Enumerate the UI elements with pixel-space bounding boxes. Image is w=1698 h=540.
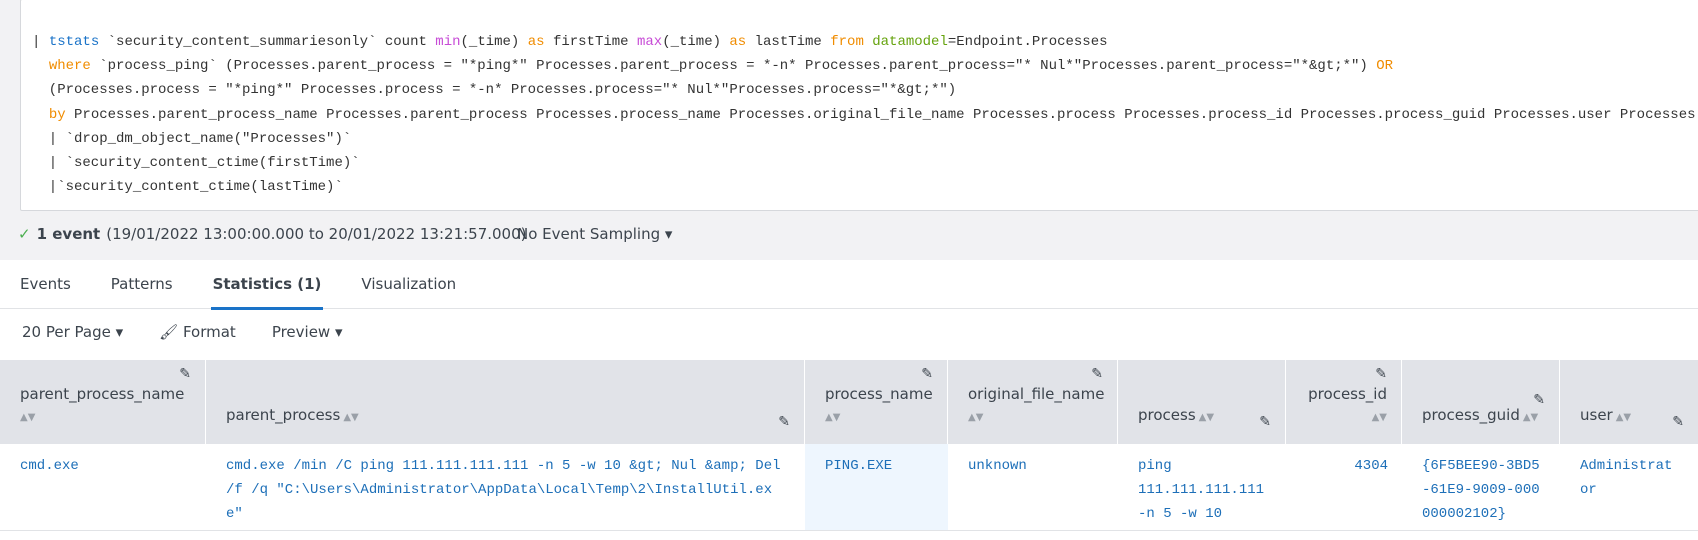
query-text [864, 34, 872, 50]
check-icon: ✓ [18, 225, 31, 243]
cell-process-id[interactable]: 4304 [1354, 458, 1388, 474]
query-text: lastTime [746, 34, 831, 50]
edit-icon[interactable]: ✎ [1672, 414, 1684, 430]
query-line: by Processes.parent_process_name Process… [32, 103, 1698, 127]
tab-statistics[interactable]: Statistics (1) [210, 260, 324, 310]
edit-icon[interactable]: ✎ [179, 366, 191, 382]
tab-events[interactable]: Events [20, 275, 71, 293]
edit-icon[interactable]: ✎ [921, 366, 933, 382]
query-keyword: OR [1376, 58, 1394, 75]
tab-patterns[interactable]: Patterns [110, 275, 173, 293]
query-text [32, 58, 49, 74]
sort-icon[interactable]: ▲▼ [1522, 412, 1539, 423]
query-text: Processes.parent_process_name Processes.… [65, 106, 1698, 123]
query-keyword: datamodel [872, 34, 948, 50]
query-text: (Processes.process = "*ping*" Processes.… [32, 82, 957, 99]
query-text: |`security_content_ctime(lastTime)` [32, 179, 343, 196]
query-line: where `process_ping` (Processes.parent_p… [32, 54, 1698, 78]
query-line: (Processes.process = "*ping*" Processes.… [32, 78, 1698, 102]
table-header: ✎parent_process_name▲▼ ✎parent_process▲▼… [0, 360, 1698, 444]
query-text: | `drop_dm_object_name("Processes")` [32, 130, 352, 147]
query-keyword: by [48, 106, 66, 123]
edit-icon[interactable]: ✎ [1533, 392, 1545, 408]
sort-icon[interactable]: ▲▼ [1371, 412, 1387, 423]
column-header-process-guid[interactable]: ✎process_guid▲▼ [1402, 360, 1560, 444]
edit-icon[interactable]: ✎ [1091, 366, 1103, 382]
statistics-table: ✎parent_process_name▲▼ ✎parent_process▲▼… [0, 360, 1698, 531]
results-tabs: Events Patterns Statistics (1) Visualiza… [0, 260, 1698, 310]
cell-process[interactable]: ping 111.111.111.111 -n 5 -w 10 [1138, 458, 1273, 522]
edit-icon[interactable]: ✎ [1259, 414, 1271, 430]
sort-icon[interactable]: ▲▼ [343, 412, 359, 423]
column-header-user[interactable]: ✎user▲▼ [1580, 406, 1684, 430]
table-toolbar: 20 Per Page ▾ 🖌 Format Preview ▾ [22, 323, 343, 341]
event-sampling-dropdown[interactable]: No Event Sampling ▾ [517, 225, 673, 243]
query-line: | tstats `security_content_summariesonly… [32, 30, 1698, 54]
search-query-editor[interactable]: | tstats `security_content_summariesonly… [20, 0, 1698, 211]
query-text: =Endpoint.Processes [947, 34, 1108, 50]
query-keyword: tstats [48, 34, 100, 50]
per-page-dropdown[interactable]: 20 Per Page ▾ [22, 323, 124, 341]
query-text: | `security_content_ctime(firstTime)` [32, 154, 360, 171]
format-button[interactable]: 🖌 Format [159, 323, 236, 341]
cell-original-file-name[interactable]: unknown [968, 458, 1027, 474]
search-area: | tstats `security_content_summariesonly… [0, 0, 1698, 260]
cell-process-name[interactable]: PING.EXE [805, 444, 948, 530]
query-line: | `security_content_ctime(firstTime)` [32, 151, 1698, 175]
query-keyword: as [527, 34, 545, 50]
preview-dropdown[interactable]: Preview ▾ [271, 323, 343, 341]
event-count: 1 event [36, 225, 101, 243]
sort-icon[interactable]: ▲▼ [968, 412, 984, 423]
sort-icon[interactable]: ▲▼ [1615, 412, 1632, 423]
time-range: (19/01/2022 13:00:00.000 to 20/01/2022 1… [106, 225, 527, 243]
query-keyword: max [636, 34, 663, 50]
sort-icon[interactable]: ▲▼ [1198, 412, 1215, 423]
query-line: | `drop_dm_object_name("Processes")` [32, 127, 1698, 151]
cell-user[interactable]: Administrator [1580, 458, 1673, 498]
column-header-parent-process[interactable]: ✎parent_process▲▼ [206, 360, 805, 444]
table-row: cmd.exe cmd.exe /min /C ping 111.111.111… [0, 444, 1698, 531]
query-text: | [32, 34, 49, 50]
query-text [32, 107, 49, 123]
column-header-process-id[interactable]: ✎process_id▲▼ [1286, 360, 1402, 444]
cell-parent-process[interactable]: cmd.exe /min /C ping 111.111.111.111 -n … [226, 458, 789, 522]
query-text: (_time) [662, 34, 730, 50]
query-text: `security_content_summariesonly` count [99, 34, 436, 50]
query-keyword: where [48, 58, 91, 75]
edit-icon[interactable]: ✎ [1375, 366, 1387, 382]
edit-icon[interactable]: ✎ [778, 414, 790, 430]
query-keyword: as [729, 34, 747, 50]
query-text: firstTime [544, 34, 637, 50]
column-header-parent-process-name[interactable]: ✎parent_process_name▲▼ [0, 360, 206, 444]
tab-visualization[interactable]: Visualization [361, 275, 457, 293]
cell-parent-process-name[interactable]: cmd.exe [20, 458, 79, 474]
query-line: |`security_content_ctime(lastTime)` [32, 175, 1698, 199]
column-header-process-name[interactable]: ✎process_name▲▼ [805, 360, 948, 444]
query-text: (_time) [460, 34, 528, 50]
sort-icon[interactable]: ▲▼ [825, 412, 841, 423]
job-status: ✓ 1 event (19/01/2022 13:00:00.000 to 20… [18, 225, 527, 243]
column-header-original-file-name[interactable]: ✎original_file_name▲▼ [948, 360, 1118, 444]
sort-icon[interactable]: ▲▼ [20, 412, 36, 423]
query-keyword: min [435, 34, 461, 50]
column-header-process[interactable]: ✎process▲▼ [1118, 360, 1286, 444]
query-text: `process_ping` (Processes.parent_process… [90, 58, 1377, 75]
query-keyword: from [830, 34, 864, 50]
cell-process-guid[interactable]: {6F5BEE90-3BD5-61E9-9009-000000002102} [1422, 458, 1540, 522]
